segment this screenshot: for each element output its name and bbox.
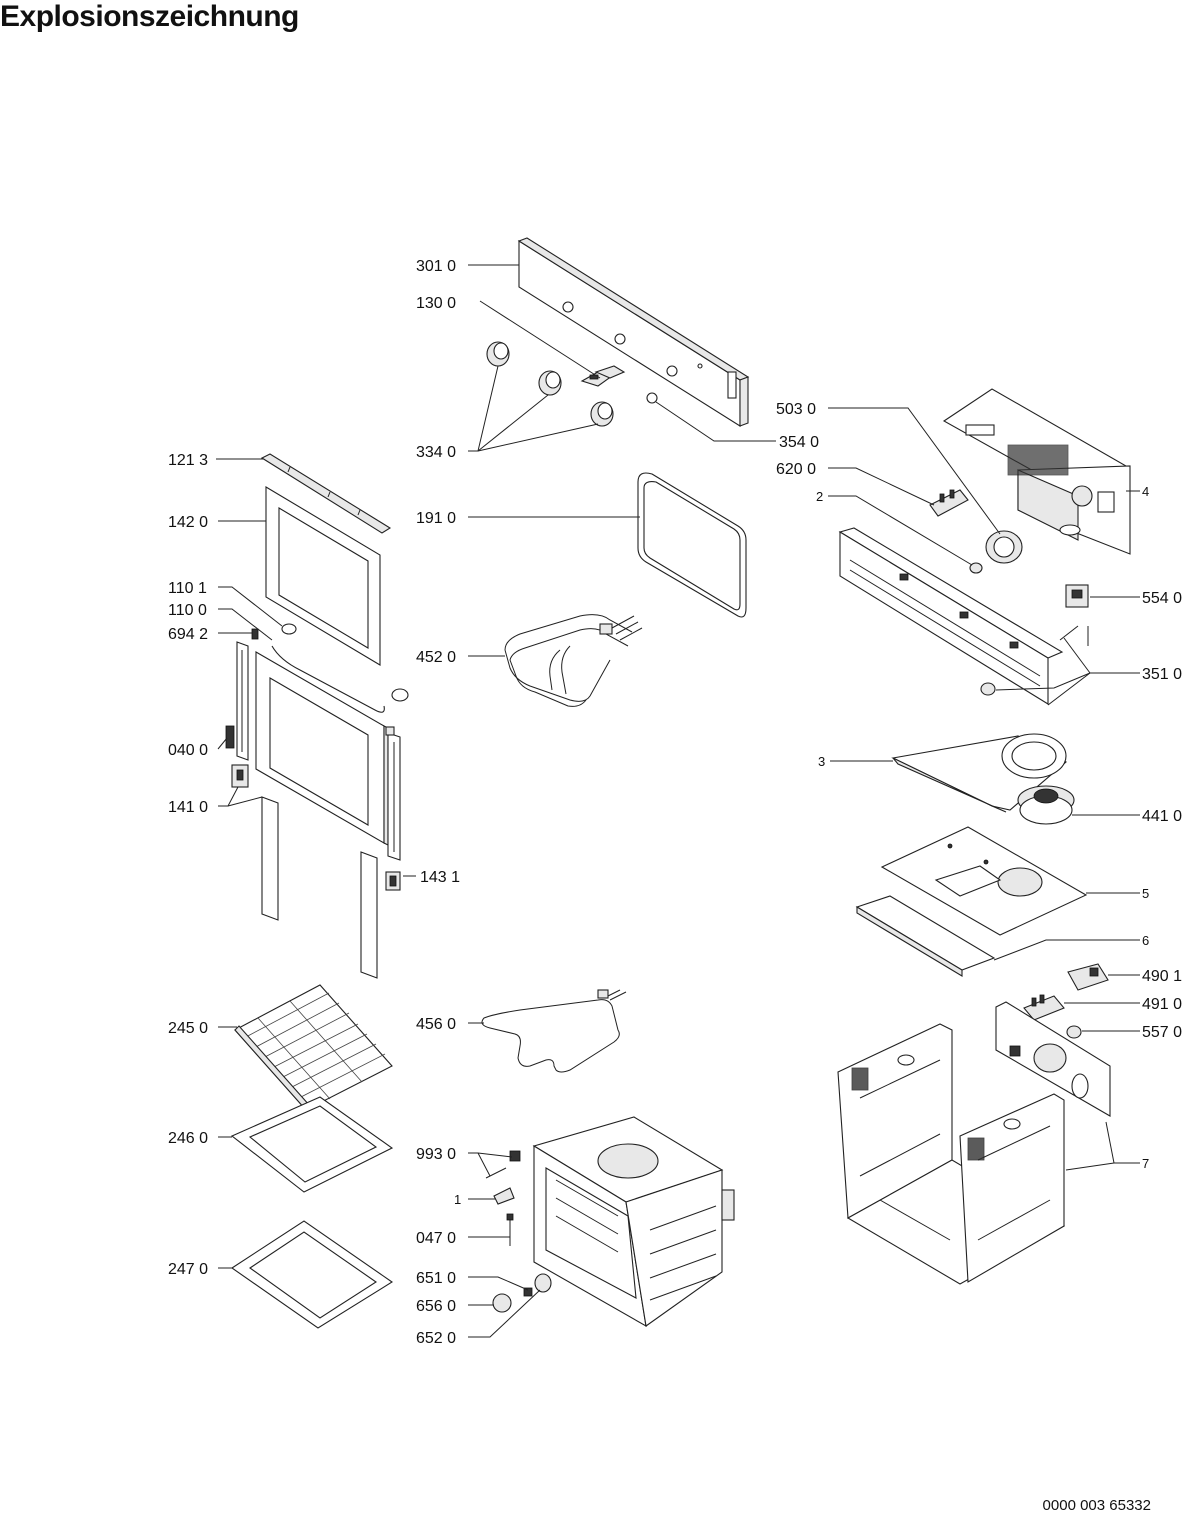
- fan-motor-part: [1017, 785, 1075, 825]
- wire-shelf-part: [234, 984, 393, 1111]
- part-label: 652 0: [416, 1330, 456, 1347]
- thermostat-part: [1065, 584, 1089, 608]
- small-fastener-parts: [485, 1150, 552, 1313]
- door-side-profile-right-part: [385, 726, 401, 891]
- part-label: 491 0: [1142, 996, 1182, 1013]
- part-label: 441 0: [1142, 808, 1182, 825]
- part-label: 040 0: [168, 742, 208, 759]
- lamp-holder-part: [969, 562, 983, 574]
- part-label: 694 2: [168, 626, 208, 643]
- glass-seal-part: [271, 623, 409, 713]
- control-panel-part: [517, 237, 750, 427]
- part-label: 6: [1142, 933, 1149, 948]
- door-inner-glass-part: [265, 486, 381, 666]
- part-label: 1: [454, 1192, 461, 1207]
- baking-tray-part: [230, 1096, 394, 1193]
- hinge-clip-part: [251, 628, 259, 640]
- bottom-heating-element-part: [481, 989, 627, 1073]
- part-label: 656 0: [416, 1298, 456, 1315]
- part-label: 354 0: [779, 434, 819, 451]
- part-label: 452 0: [416, 649, 456, 666]
- door-side-profile-part: [225, 641, 249, 788]
- oven-housing-part: [837, 1001, 1111, 1285]
- part-label: 620 0: [776, 461, 816, 478]
- part-label: 557 0: [1142, 1024, 1182, 1041]
- door-top-trim-part: [260, 453, 392, 534]
- selector-switch-part: [1023, 994, 1065, 1021]
- part-labels: 301 0 130 0 334 0 354 0 121 3 142 0 191 …: [168, 258, 1182, 1347]
- part-label: 334 0: [416, 444, 456, 461]
- document-number: 0000 003 65332: [1042, 1497, 1151, 1514]
- part-label: 110 0: [168, 602, 207, 619]
- part-label: 142 0: [168, 514, 208, 531]
- door-gasket-part: [637, 472, 747, 618]
- part-label: 141 0: [168, 799, 208, 816]
- rear-cover-part: [942, 388, 1131, 555]
- part-label: 143 1: [420, 869, 460, 886]
- oven-cavity-part: [532, 1116, 735, 1328]
- part-label: 3: [818, 754, 825, 769]
- leader-lines: [216, 264, 1140, 1338]
- part-label: 490 1: [1142, 968, 1182, 985]
- part-label: 191 0: [416, 510, 456, 527]
- part-label: 301 0: [416, 258, 456, 275]
- knob-part: [486, 341, 614, 427]
- indicator-lamp-part: [646, 392, 658, 404]
- part-label: 245 0: [168, 1020, 208, 1037]
- door-outer-panel-part: [255, 651, 389, 846]
- grill-heating-element-part: [504, 614, 643, 707]
- part-label: 554 0: [1142, 590, 1182, 607]
- part-label: 456 0: [416, 1016, 456, 1033]
- part-label: 121 3: [168, 452, 208, 469]
- heat-shield-part: [880, 826, 1088, 936]
- part-label: 5: [1142, 886, 1149, 901]
- part-label: 651 0: [416, 1270, 456, 1287]
- part-label: 247 0: [168, 1261, 208, 1278]
- rear-panel-part: [838, 527, 1089, 705]
- part-label: 246 0: [168, 1130, 208, 1147]
- terminal-block-part: [929, 489, 969, 517]
- front-trim-part: [855, 895, 996, 977]
- switch-housing-part: [1067, 963, 1109, 991]
- part-label: 4: [1142, 484, 1149, 499]
- part-label: 047 0: [416, 1230, 456, 1247]
- page-title: Explosionszeichnung: [0, 0, 299, 33]
- cooling-fan-part: [985, 530, 1023, 564]
- part-label: 110 1: [168, 580, 207, 597]
- switch-clip-part: [580, 365, 626, 387]
- door-strip-right-part: [360, 851, 378, 979]
- thermostat-sensor-part: [1066, 1025, 1082, 1039]
- part-label: 503 0: [776, 401, 816, 418]
- door-strip-part: [261, 796, 279, 921]
- part-label: 993 0: [416, 1146, 456, 1163]
- part-label: 2: [816, 489, 823, 504]
- part-label: 7: [1142, 1156, 1149, 1171]
- part-label: 130 0: [416, 295, 456, 312]
- part-label: 351 0: [1142, 666, 1182, 683]
- deep-tray-part: [231, 1220, 394, 1329]
